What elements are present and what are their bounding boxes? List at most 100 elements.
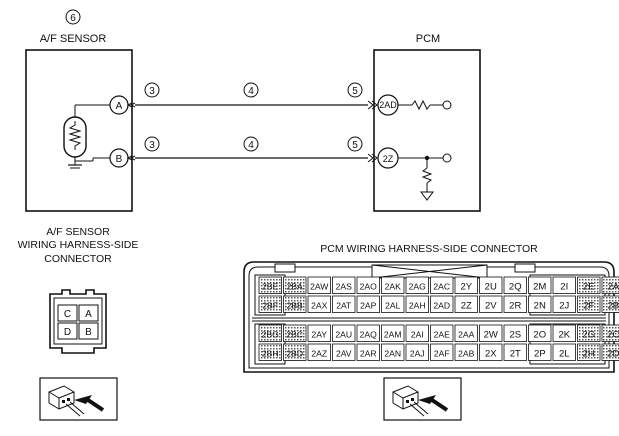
- pcm-connector-pin-cell: [552, 343, 576, 361]
- pcm-connector-pin-2ac: 2AC: [433, 282, 450, 292]
- pcm-box: [373, 49, 481, 212]
- pcm-connector-pin-cell: [381, 276, 405, 294]
- pcm-connector-pin-2t: 2T: [510, 349, 521, 360]
- pcm-connector-pin-cell: [528, 276, 552, 294]
- connector-probe-icon: [39, 377, 118, 421]
- heater-element-icon: [63, 104, 112, 169]
- pcm-connector-pin-2aq: 2AQ: [360, 330, 378, 340]
- pcm-connector-pin-2a: 2A: [607, 282, 619, 293]
- pcm-internal-resistor-icon: [398, 99, 452, 111]
- pcm-connector-pin-2bc: 2BC: [286, 330, 303, 340]
- pcm-connector-pin-cell: [479, 276, 503, 294]
- pcm-connector-pin-2e: 2E: [583, 282, 595, 293]
- pcm-connector-pin-cell: [430, 295, 454, 313]
- pcm-connector-pin-cell: [405, 324, 429, 342]
- pcm-connector-pin-cell: [479, 343, 503, 361]
- sensor-connector-pin-c: C: [64, 309, 71, 320]
- pcm-connector-pin-cell: [601, 276, 619, 294]
- pcm-connector-pin-cell: [577, 343, 601, 361]
- pcm-connector-pin-cell: [430, 276, 454, 294]
- pcm-connector-pin-cell: [454, 343, 478, 361]
- pcm-connector-pin-2ax: 2AX: [311, 301, 328, 311]
- pcm-connector-pin-2ag: 2AG: [409, 282, 427, 292]
- callout-wire-a-mid: 4: [248, 86, 254, 97]
- pcm-connector-pin-2z: 2Z: [461, 301, 472, 312]
- pcm-connector-pin-cell: [479, 324, 503, 342]
- pcm-connector-pin-2bd: 2BD: [286, 349, 303, 359]
- pcm-connector-pin-cell: [283, 324, 307, 342]
- pcm-connector-pin-2ah: 2AH: [409, 301, 426, 311]
- pcm-connector-pin-2r: 2R: [509, 301, 521, 312]
- pcm-connector-pin-cell: [283, 276, 307, 294]
- callout-wire-b-right: 5: [352, 140, 358, 151]
- connector-probe-icon: [383, 377, 462, 421]
- pcm-connector-pin-cell: [577, 295, 601, 313]
- pcm-connector-pin-2au: 2AU: [335, 330, 352, 340]
- pcm-connector-pin-2c: 2C: [607, 330, 619, 341]
- pcm-connector-pin-2aj: 2AJ: [410, 349, 425, 359]
- sensor-pin-a-label: A: [116, 101, 123, 112]
- step-callout-6-label: 6: [70, 13, 76, 24]
- pcm-connector-pin-cell: [258, 276, 282, 294]
- pcm-connector-pin-2ai: 2AI: [411, 330, 424, 340]
- pcm-connector-pin-2aw: 2AW: [310, 282, 329, 292]
- pcm-connector-pin-2ap: 2AP: [360, 301, 377, 311]
- pcm-connector-pin-2u: 2U: [485, 282, 497, 293]
- sensor-connector-caption-3: CONNECTOR: [44, 253, 112, 265]
- sensor-connector-caption-1: A/F SENSOR: [46, 226, 110, 238]
- pcm-connector-pin-cell: [479, 295, 503, 313]
- pcm-connector-pin-cell: [307, 324, 331, 342]
- pcm-connector-pin-cell: [307, 295, 331, 313]
- callout-wire-a-left: 3: [149, 86, 155, 97]
- callout-wire-b-mid: 4: [248, 140, 254, 151]
- pcm-connector-pin-2av: 2AV: [336, 349, 352, 359]
- pcm-connector-pin-cell: [552, 276, 576, 294]
- pcm-connector-pin-cell: [454, 276, 478, 294]
- pcm-connector-caption: PCM WIRING HARNESS-SIDE CONNECTOR: [320, 243, 538, 255]
- pcm-connector-pin-2ad: 2AD: [433, 301, 450, 311]
- pcm-connector-pin-cell: [381, 324, 405, 342]
- sensor-connector-caption-2: WIRING HARNESS-SIDE: [18, 239, 139, 251]
- step-callout-6: [65, 9, 81, 25]
- wire-a: [126, 100, 378, 110]
- wire-b-callouts: 3 4 5: [144, 136, 363, 152]
- pcm-title: PCM: [416, 33, 440, 45]
- pcm-connector-pin-cell: [552, 295, 576, 313]
- pcm-connector-pin-2h: 2H: [583, 349, 595, 360]
- pcm-connector-pin-cell: [381, 295, 405, 313]
- pcm-connector-pin-cell: [405, 276, 429, 294]
- pcm-connector-pin-2at: 2AT: [336, 301, 352, 311]
- sensor-title: A/F SENSOR: [40, 33, 107, 45]
- pcm-connector-pin-cell: [601, 295, 619, 313]
- pcm-connector-pin-cell: [307, 343, 331, 361]
- pcm-connector-pin-cell: [503, 343, 527, 361]
- pcm-connector-pin-cell: [332, 343, 356, 361]
- pcm-connector-pin-2ab: 2AB: [458, 349, 475, 359]
- pcm-connector-pin-cell: [601, 343, 619, 361]
- pcm-connector-pin-2ae: 2AE: [434, 330, 451, 340]
- pcm-connector-pin-2s: 2S: [509, 330, 521, 341]
- pcm-pin-2z-label: 2Z: [383, 154, 394, 164]
- callout-wire-a-right: 5: [352, 86, 358, 97]
- pcm-connector-pin-cell: [528, 343, 552, 361]
- pcm-connector-pin-2ay: 2AY: [311, 330, 327, 340]
- pcm-connector-pin-2be: 2BE: [262, 282, 279, 292]
- pcm-connector-pin-cell: [405, 343, 429, 361]
- sensor-pin-b-label: B: [116, 154, 123, 165]
- pcm-connector-pin-2al: 2AL: [385, 301, 401, 311]
- pcm-connector-pin-2v: 2V: [485, 301, 497, 312]
- pcm-connector-pin-2w: 2W: [484, 330, 498, 341]
- sensor-connector-pin-b: B: [85, 327, 92, 338]
- pcm-connector-pin-2bf: 2BF: [262, 301, 278, 311]
- callout-wire-b-left: 3: [149, 140, 155, 151]
- pcm-connector-pin-cell: [503, 324, 527, 342]
- pcm-connector-pin-cell: [283, 295, 307, 313]
- pcm-connector-pin-2aa: 2AA: [458, 330, 475, 340]
- pcm-connector-pin-2ar: 2AR: [360, 349, 377, 359]
- pcm-connector-pin-2g: 2G: [582, 330, 595, 341]
- pcm-connector-pin-cell: [283, 343, 307, 361]
- pcm-connector-pin-2bb: 2BB: [287, 301, 304, 311]
- pcm-internal-ground-icon: [398, 153, 452, 201]
- pcm-connector-pin-2af: 2AF: [434, 349, 450, 359]
